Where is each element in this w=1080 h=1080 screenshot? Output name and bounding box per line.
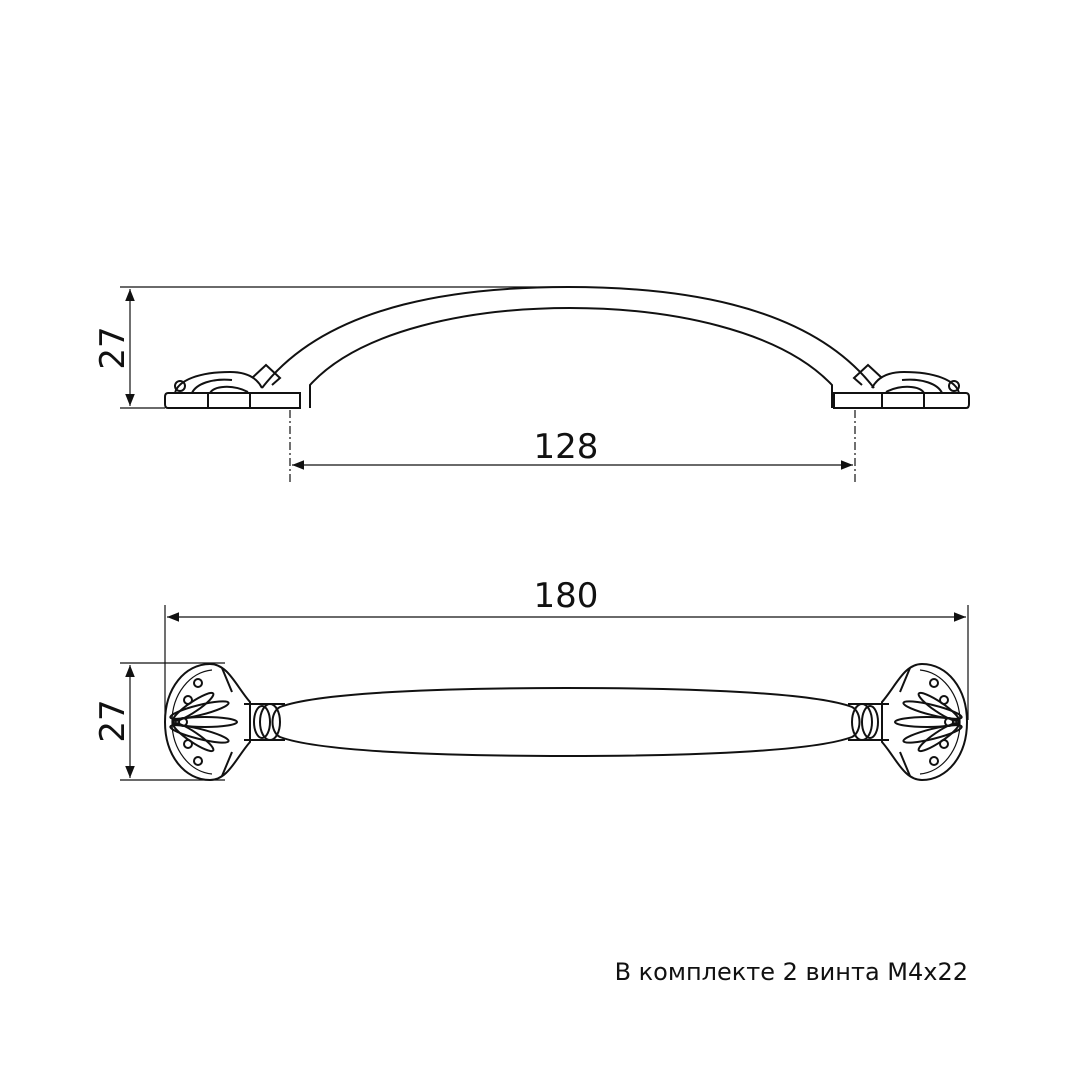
hole-spacing-label: 128: [534, 427, 599, 467]
left-base: [164, 363, 301, 409]
side-height-label: 27: [93, 326, 133, 369]
overall-length-label: 180: [534, 576, 599, 616]
handle-arch-inner: [309, 306, 833, 408]
right-rosette: [881, 662, 969, 782]
left-rosette: [163, 662, 251, 782]
top-height-label: 27: [93, 699, 133, 742]
top-view: 180 27: [93, 576, 969, 782]
handle-arch-outer: [261, 285, 875, 389]
side-view: 27 128: [93, 285, 970, 482]
right-base: [833, 363, 970, 409]
grip-body: [271, 686, 861, 758]
kit-note: В комплекте 2 винта М4х22: [614, 958, 968, 986]
